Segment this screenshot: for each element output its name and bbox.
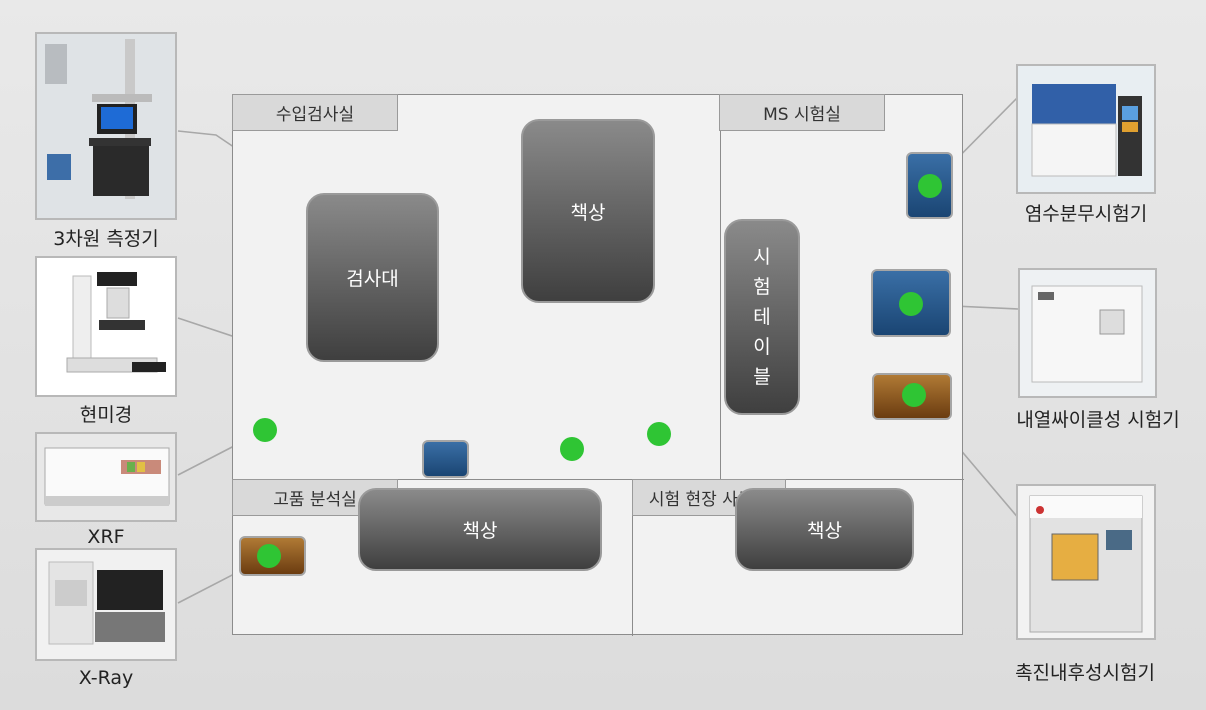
microscope-icon xyxy=(37,258,175,395)
inspection-table: 검사대 xyxy=(306,193,439,362)
equipment-block-salt-spray xyxy=(906,152,953,219)
test-table-char: 험 xyxy=(753,276,771,298)
marker-cmm[interactable] xyxy=(647,422,671,446)
wall-vertical-ms xyxy=(720,95,721,479)
thermal-cycle-caption: 내열싸이클성 시험기 xyxy=(1016,409,1180,431)
desk-field-office: 책상 xyxy=(735,488,914,571)
wall-horizontal xyxy=(233,479,964,480)
test-table-char: 테 xyxy=(753,306,771,328)
xrf-photo xyxy=(35,432,177,522)
microscope-caption: 현미경 xyxy=(79,404,133,426)
cmm-photo xyxy=(35,32,177,220)
marker-xray[interactable] xyxy=(257,544,281,568)
xray-photo xyxy=(35,548,177,661)
salt-spray-tester-icon xyxy=(1018,66,1154,192)
test-table-char: 이 xyxy=(753,336,771,358)
cmm-machine-icon xyxy=(37,34,175,218)
desk-incoming: 책상 xyxy=(521,119,655,303)
test-table: 시 험 테 이 블 xyxy=(724,219,800,415)
xray-machine-icon xyxy=(37,550,175,659)
microscope-photo xyxy=(35,256,177,397)
xrf-caption: XRF xyxy=(87,526,125,548)
desk-failure-analysis: 책상 xyxy=(358,488,602,571)
marker-accelerated-weathering[interactable] xyxy=(902,383,926,407)
room-label-incoming-inspection: 수입검사실 xyxy=(232,94,398,131)
test-table-char: 블 xyxy=(753,366,771,388)
marker-salt-spray[interactable] xyxy=(918,174,942,198)
salt-spray-caption: 염수분무시험기 xyxy=(1024,203,1148,225)
marker-xrf[interactable] xyxy=(253,418,277,442)
test-table-char: 시 xyxy=(753,246,771,268)
room-label-ms-lab: MS 시험실 xyxy=(719,94,885,131)
marker-thermal-cycle[interactable] xyxy=(899,292,923,316)
thermal-cycle-photo xyxy=(1018,268,1157,398)
accelerated-weathering-photo xyxy=(1016,484,1156,640)
equipment-block-microscope xyxy=(422,440,469,478)
wall-vertical-office xyxy=(632,479,633,636)
thermal-cycle-tester-icon xyxy=(1020,270,1155,396)
marker-microscope[interactable] xyxy=(560,437,584,461)
xray-caption: X-Ray xyxy=(78,667,134,689)
accelerated-weathering-caption: 촉진내후성시험기 xyxy=(1015,662,1155,684)
xrf-machine-icon xyxy=(37,434,175,520)
cmm-caption: 3차원 측정기 xyxy=(53,228,159,250)
salt-spray-photo xyxy=(1016,64,1156,194)
accelerated-weathering-tester-icon xyxy=(1018,486,1154,638)
